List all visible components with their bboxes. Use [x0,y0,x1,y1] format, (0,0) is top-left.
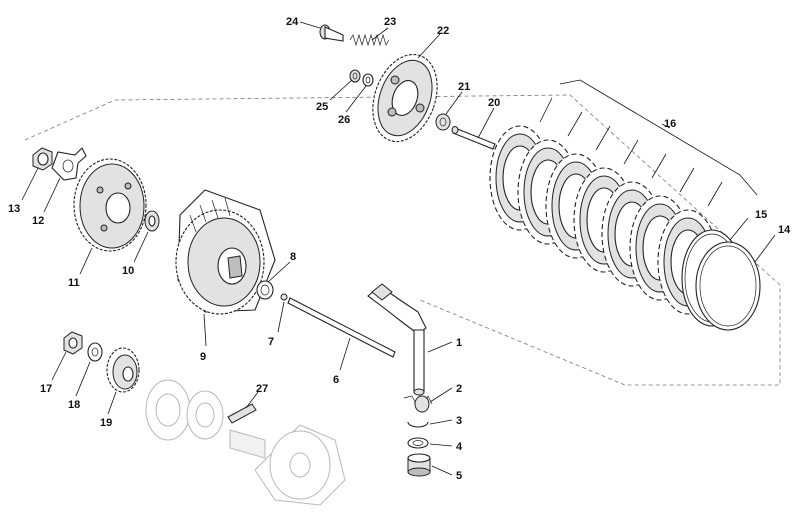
label-20[interactable]: 20 [488,97,500,109]
label-22[interactable]: 22 [437,25,449,37]
part-8-washer[interactable] [256,280,274,300]
label-13[interactable]: 13 [8,203,20,215]
part-11-primary-gear[interactable] [73,158,147,252]
label-26[interactable]: 26 [338,114,350,126]
label-16[interactable]: 16 [664,118,676,130]
part-26-washer[interactable] [362,73,374,87]
label-2[interactable]: 2 [456,383,462,395]
part-12-lock-washer[interactable] [51,147,87,181]
label-1[interactable]: 1 [456,337,462,349]
part-9-clutch-housing[interactable] [175,189,276,315]
part-24-bolt[interactable] [319,24,344,42]
label-27[interactable]: 27 [256,383,268,395]
label-23[interactable]: 23 [384,16,396,28]
part-25-nut[interactable] [349,69,361,83]
part-3-circlip[interactable] [407,421,429,428]
part-5-needle-bearing[interactable] [407,453,431,477]
assembly-outline [24,94,781,386]
part-4-washer[interactable] [407,437,429,449]
label-21[interactable]: 21 [458,81,470,93]
label-9[interactable]: 9 [200,351,206,363]
label-14[interactable]: 14 [778,224,791,236]
label-19[interactable]: 19 [100,417,112,429]
label-4[interactable]: 4 [456,441,463,453]
part-18-washer[interactable] [87,342,103,362]
label-10[interactable]: 10 [122,265,134,277]
part-17-nut[interactable] [63,331,83,355]
label-18[interactable]: 18 [68,399,80,411]
leader-lines [21,21,776,476]
label-15[interactable]: 15 [755,209,767,221]
callout-labels: 24 23 22 25 26 21 20 16 15 14 13 12 11 1… [8,16,791,482]
part-27-key[interactable] [227,403,257,424]
crankshaft-gear-ghost [145,379,266,459]
part-2-return-spring[interactable] [403,395,433,413]
label-17[interactable]: 17 [40,383,52,395]
label-7[interactable]: 7 [268,336,274,348]
label-5[interactable]: 5 [456,470,462,482]
label-25[interactable]: 25 [316,101,328,113]
part-19-drive-gear[interactable] [106,347,140,393]
label-8[interactable]: 8 [290,251,296,263]
part-14-seat-ring[interactable] [695,241,761,331]
label-12[interactable]: 12 [32,215,44,227]
part-20-push-rod[interactable] [451,126,496,150]
label-3[interactable]: 3 [456,415,462,427]
part-1-release-shaft[interactable] [367,283,427,396]
part-23-spring[interactable] [349,33,390,47]
part-7-ball[interactable] [280,293,288,301]
label-11[interactable]: 11 [68,277,80,289]
part-22-pressure-plate[interactable] [361,45,448,150]
label-24[interactable]: 24 [286,16,299,28]
part-21-bearing[interactable] [435,113,451,131]
part-6-push-rod[interactable] [287,297,396,358]
label-6[interactable]: 6 [333,374,339,386]
part-13-nut[interactable] [32,147,53,171]
crankshaft-ghost [254,424,346,506]
part-10-bushing[interactable] [144,210,160,232]
